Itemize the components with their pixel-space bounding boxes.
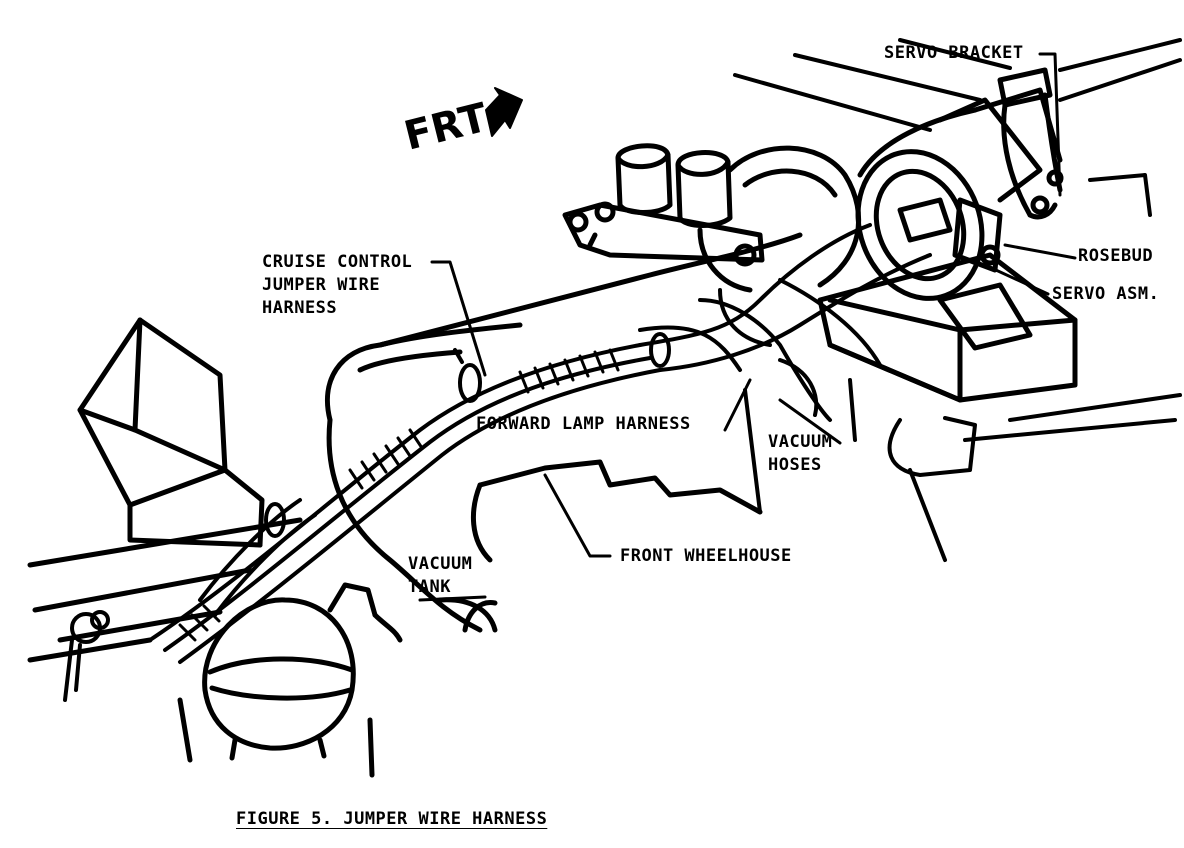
servo-assembly-label: SERVO ASM. bbox=[1052, 284, 1160, 304]
wheelhouse-edge bbox=[470, 459, 763, 563]
engine-bay-structure bbox=[638, 38, 1182, 562]
servo-bracket-label: SERVO BRACKET bbox=[884, 43, 1024, 63]
harness-clips bbox=[264, 332, 671, 538]
front-wheelhouse-label: FRONT WHEELHOUSE bbox=[620, 546, 792, 566]
servo-assembly-body bbox=[855, 87, 1063, 301]
harness-loom-ticks bbox=[178, 348, 620, 642]
cruise-control-label-line-2: JUMPER WIRE bbox=[262, 275, 381, 295]
cruise-control-label-line-3: HARNESS bbox=[262, 298, 338, 318]
left-structure bbox=[27, 317, 375, 778]
vacuum-hoses-label-line-2: HOSES bbox=[768, 455, 822, 475]
rosebud-label: ROSEBUD bbox=[1078, 246, 1154, 266]
forward-lamp-harness-label: FORWARD LAMP HARNESS bbox=[476, 414, 691, 434]
master-cylinder bbox=[562, 143, 765, 267]
cruise-control-label-line-1: CRUISE CONTROL bbox=[262, 252, 413, 272]
vacuum-tank-label-line-1: VACUUM bbox=[408, 554, 473, 574]
label-leader-lines bbox=[418, 52, 1077, 602]
left-bracket bbox=[63, 610, 110, 702]
brake-booster bbox=[697, 145, 862, 293]
vacuum-tank-label-line-2: TANK bbox=[408, 577, 451, 597]
vacuum-hoses-label-line-1: VACUUM bbox=[768, 432, 833, 452]
front-direction-arrow bbox=[485, 87, 523, 137]
battery-box bbox=[817, 252, 1078, 403]
figure-caption: FIGURE 5. JUMPER WIRE HARNESS bbox=[236, 809, 548, 829]
servo-bracket bbox=[997, 67, 1064, 220]
